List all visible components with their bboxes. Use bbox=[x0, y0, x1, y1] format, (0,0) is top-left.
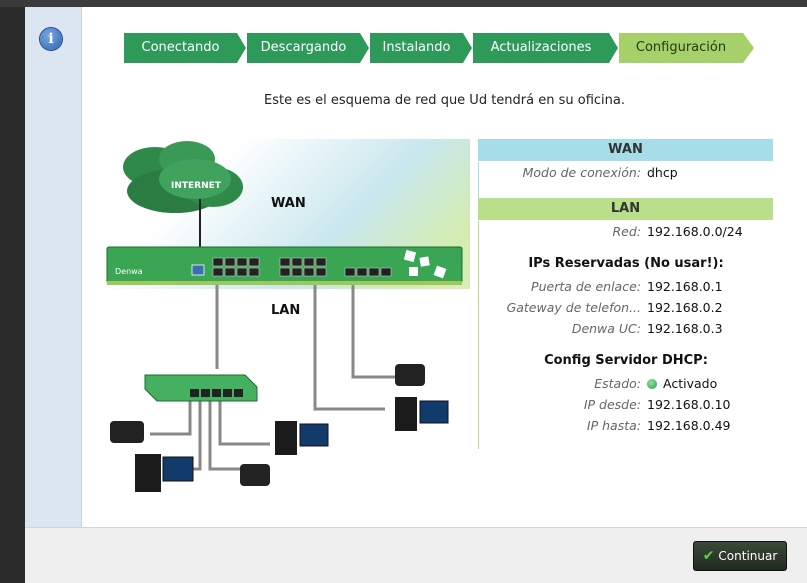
dhcp-config-title: Config Servidor DHCP: bbox=[544, 353, 708, 368]
step-instalando: Instalando bbox=[370, 33, 463, 63]
network-diagram: INTERNET WAN LAN Denwa bbox=[95, 139, 470, 512]
step-descargando: Descargando bbox=[247, 33, 360, 63]
status-dot-icon bbox=[647, 379, 657, 389]
continue-label: Continuar bbox=[718, 549, 778, 563]
dhcp-status-row: Estado: Activado bbox=[479, 373, 773, 394]
lan-network-row: Red: 192.168.0.0/24 bbox=[479, 221, 773, 242]
wan-header: WAN bbox=[478, 139, 773, 161]
lan-network-label: Red: bbox=[612, 224, 641, 239]
dhcp-from-label: IP desde: bbox=[583, 397, 641, 412]
brand-label: Denwa bbox=[115, 267, 143, 276]
reserved-ips-title: IPs Reservadas (No usar!): bbox=[528, 256, 724, 271]
dialog-footer: ✔ Continuar bbox=[25, 527, 807, 583]
step-arrow bbox=[609, 33, 618, 63]
lan-label: LAN bbox=[271, 303, 301, 318]
wizard-steps: Conectando Descargando Instalando Actual… bbox=[124, 33, 804, 63]
step-arrow bbox=[463, 33, 472, 63]
wizard-dialog: i Conectando Descargando Instalando Actu… bbox=[25, 7, 807, 583]
reserved-row: Gateway de telefon... 192.168.0.2 bbox=[506, 300, 723, 315]
info-icon: i bbox=[40, 28, 62, 50]
lan-section: Red: 192.168.0.0/24 IPs Reservadas (No u… bbox=[478, 221, 773, 449]
internet-label: INTERNET bbox=[171, 181, 221, 191]
checkmark-icon: ✔ bbox=[702, 548, 715, 564]
diagram-graphic bbox=[106, 141, 463, 492]
step-arrow bbox=[743, 33, 754, 63]
dhcp-from-row: IP desde: 192.168.0.10 bbox=[479, 394, 773, 415]
dhcp-status-label: Estado: bbox=[594, 376, 641, 391]
network-info-panel: WAN Modo de conexión: dhcp LAN Red: 192.… bbox=[478, 139, 773, 449]
dhcp-status-value: Activado bbox=[663, 376, 718, 391]
lan-header: LAN bbox=[478, 198, 773, 220]
wan-section: Modo de conexión: dhcp bbox=[478, 162, 773, 198]
wan-mode-label: Modo de conexión: bbox=[522, 165, 641, 180]
continue-button[interactable]: ✔ Continuar bbox=[693, 541, 787, 571]
step-actualizaciones: Actualizaciones bbox=[473, 33, 609, 63]
step-arrow bbox=[360, 33, 369, 63]
dialog-sidebar: i bbox=[25, 7, 82, 527]
cloud-icon bbox=[123, 141, 243, 213]
dialog-content: Conectando Descargando Instalando Actual… bbox=[82, 7, 807, 527]
step-conectando: Conectando bbox=[124, 33, 237, 63]
dhcp-to-label: IP hasta: bbox=[586, 418, 641, 433]
wan-mode-row: Modo de conexión: dhcp bbox=[479, 162, 773, 183]
step-arrow bbox=[237, 33, 246, 63]
dhcp-to-row: IP hasta: 192.168.0.49 bbox=[479, 415, 773, 436]
wan-mode-value: dhcp bbox=[647, 165, 678, 180]
dhcp-to-value: 192.168.0.49 bbox=[647, 418, 731, 433]
top-strip bbox=[0, 0, 807, 7]
wan-label: WAN bbox=[271, 196, 306, 211]
step-configuracion: Configuración bbox=[619, 33, 743, 63]
reserved-row: Denwa UC: 192.168.0.3 bbox=[571, 321, 723, 336]
reserved-row: Puerta de enlace: 192.168.0.1 bbox=[531, 279, 723, 294]
dhcp-from-value: 192.168.0.10 bbox=[647, 397, 731, 412]
lan-network-value: 192.168.0.0/24 bbox=[647, 224, 743, 239]
intro-text: Este es el esquema de red que Ud tendrá … bbox=[263, 93, 625, 108]
